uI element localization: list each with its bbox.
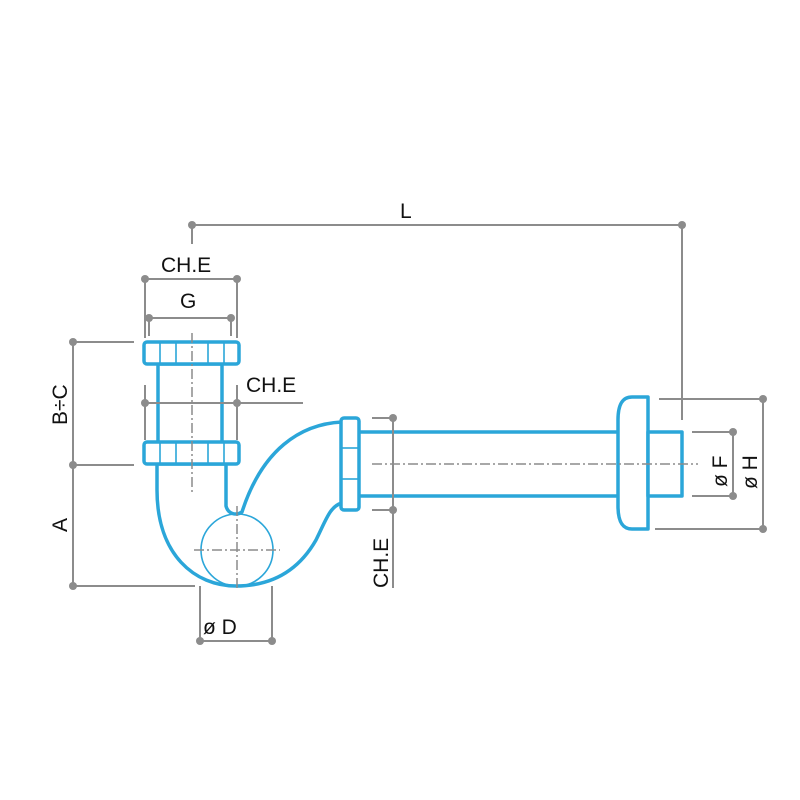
label-che-outlet: CH.E	[370, 538, 393, 588]
label-che-top: CH.E	[161, 254, 211, 277]
dimension-G: G	[145, 290, 235, 336]
dimension-F: ø F	[692, 428, 737, 500]
label-A: A	[49, 518, 72, 532]
dimension-che-mid: CH.E	[141, 374, 303, 440]
dimension-D: ø D	[196, 586, 276, 645]
outlet-nut	[339, 416, 361, 512]
centerlines	[191, 333, 698, 590]
trap-bend	[155, 420, 344, 588]
upper-nut	[142, 340, 241, 366]
label-G: G	[180, 290, 196, 313]
label-D: ø D	[203, 616, 237, 639]
label-L: L	[400, 200, 412, 223]
label-F: ø F	[709, 456, 732, 488]
label-che-mid: CH.E	[246, 374, 296, 397]
label-b-c: B÷C	[49, 384, 72, 425]
dimension-che-top: CH.E	[141, 254, 241, 338]
label-H: ø H	[739, 455, 762, 489]
dimension-L: L	[188, 200, 686, 420]
dimension-A: A	[49, 465, 195, 590]
wall-flange	[616, 395, 650, 531]
dimension-H: ø H	[655, 395, 767, 533]
dimension-b-c: B÷C	[49, 338, 134, 469]
dimension-che-outlet: CH.E	[370, 414, 397, 588]
